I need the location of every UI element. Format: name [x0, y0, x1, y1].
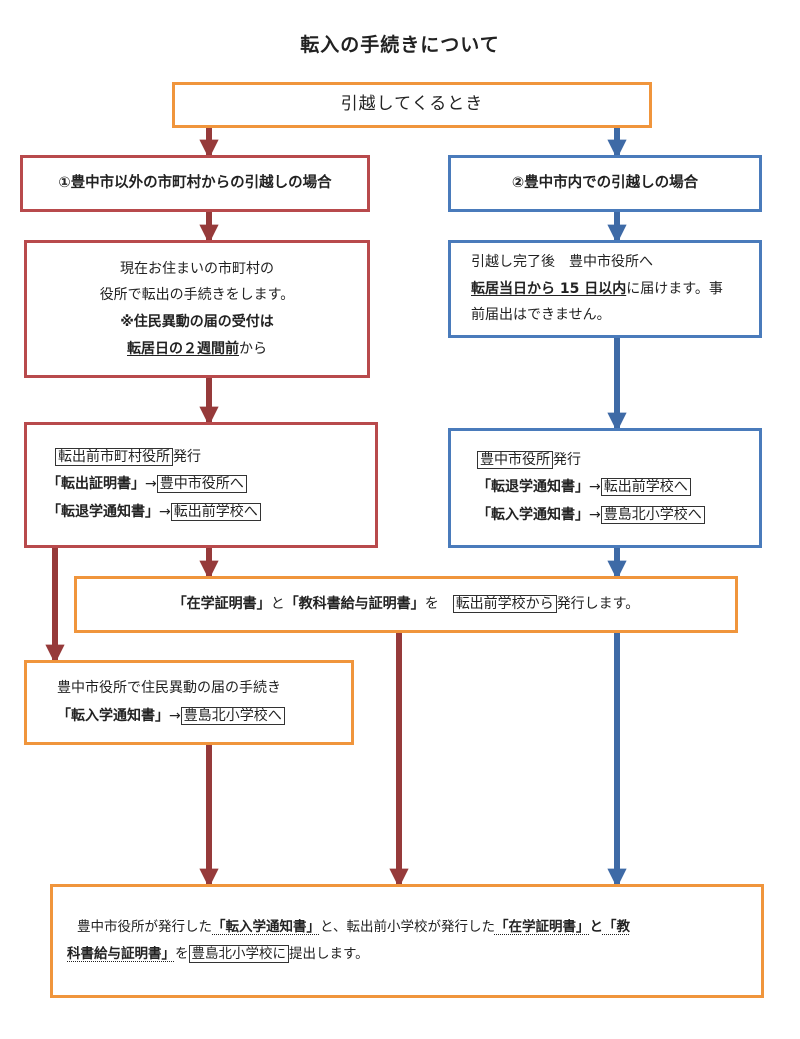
case2-docs-box: 豊中市役所発行 「転退学通知書」→転出前学校へ 「転入学通知書」→豊島北小学校へ — [448, 428, 762, 548]
case2-info-deadline-suffix: に届けます。事 — [626, 280, 723, 297]
case2-info-line2: 転居当日から 15 日以内に届けます。事 — [471, 276, 759, 303]
case2-header-text: ②豊中市内での引越しの場合 — [511, 174, 699, 191]
case1-docs-row2-arrow: → — [159, 503, 171, 520]
final-line1: 豊中市役所が発行した「転入学通知書」と、転出前小学校が発行した「在学証明書」と「… — [77, 914, 749, 941]
city-procedure-dest: 豊島北小学校へ — [180, 706, 285, 725]
case1-docs-row2-doc: 「転退学通知書」 — [47, 503, 159, 520]
case2-docs-row2-doc: 「転入学通知書」 — [477, 506, 589, 523]
case2-docs-row1-dest: 転出前学校へ — [600, 478, 691, 497]
case1-docs-row2-dest: 転出前学校へ — [170, 502, 261, 521]
case2-info-deadline: 転居当日から 15 日以内 — [471, 280, 627, 297]
school-certificate-text: 「在学証明書」と「教科書給与証明書」を転出前学校から発行します。 — [172, 593, 640, 615]
case1-info-line2: 役所で転出の手続きをします。 — [99, 287, 295, 304]
final-doc-textbook-end: 科書給与証明書」 — [67, 946, 175, 962]
case1-info-deadline-suffix: から — [239, 340, 267, 357]
page-title: 転入の手続きについて — [300, 34, 500, 56]
case1-info-deadline: 転居日の２週間前 — [127, 340, 239, 357]
case2-docs-row1-arrow: → — [589, 479, 601, 496]
final-dest: 豊島北小学校に — [188, 945, 289, 963]
case1-info-line3: ※住民異動の届の受付は — [120, 314, 274, 330]
city-procedure-box: 豊中市役所で住民異動の届の手続き 「転入学通知書」→豊島北小学校へ — [24, 660, 354, 745]
city-procedure-doc: 「転入学通知書」 — [57, 707, 169, 724]
final-doc-textbook-start: 「教 — [602, 919, 630, 935]
case2-header: ②豊中市内での引越しの場合 — [448, 155, 762, 212]
case1-docs-row1-doc: 「転出証明書」 — [47, 476, 145, 493]
case1-docs-row1-dest: 豊中市役所へ — [156, 475, 247, 494]
top-box-text: 引越してくるとき — [340, 94, 484, 115]
case1-info-box: 現在お住まいの市町村の 役所で転出の手続きをします。 ※住民異動の届の受付は 転… — [24, 240, 370, 378]
case2-docs-row1: 「転退学通知書」→転出前学校へ — [477, 474, 759, 501]
school-certificate-box: 「在学証明書」と「教科書給与証明書」を転出前学校から発行します。 — [74, 576, 738, 633]
school-suffix: 発行します。 — [556, 596, 640, 613]
case2-docs-row2: 「転入学通知書」→豊島北小学校へ — [477, 502, 759, 529]
final-and: と — [589, 919, 603, 935]
city-procedure-line1: 豊中市役所で住民異動の届の手続き — [57, 680, 281, 697]
school-source: 転出前学校から — [452, 595, 557, 614]
case2-docs-issuer-row: 豊中市役所発行 — [477, 447, 759, 474]
case2-info-line1: 引越し完了後 豊中市役所へ — [471, 254, 653, 271]
case2-info-line3: 前届出はできません。 — [471, 307, 611, 324]
final-suffix: 提出します。 — [289, 946, 369, 962]
case2-docs-issuer: 豊中市役所 — [477, 451, 553, 470]
case1-info-line4: 転居日の２週間前から — [27, 336, 367, 363]
final-submission-box: 豊中市役所が発行した「転入学通知書」と、転出前小学校が発行した「在学証明書」と「… — [50, 884, 764, 998]
case1-docs-row1: 「転出証明書」→豊中市役所へ — [47, 471, 375, 498]
case1-docs-row1-arrow: → — [145, 476, 157, 493]
case1-docs-issuer: 転出前市町村役所 — [55, 448, 173, 467]
case2-info-box: 引越し完了後 豊中市役所へ 転居当日から 15 日以内に届けます。事 前届出はで… — [448, 240, 762, 338]
final-line2: 科書給与証明書」を豊島北小学校に提出します。 — [67, 941, 749, 968]
final-doc-enrollment: 「在学証明書」 — [494, 919, 590, 935]
case2-docs-row2-arrow: → — [589, 506, 601, 523]
final-particle: を — [175, 946, 189, 962]
case1-info-line1: 現在お住まいの市町村の — [120, 260, 274, 277]
top-box: 引越してくるとき — [172, 82, 652, 128]
case2-docs-row2-dest: 豊島北小学校へ — [600, 505, 705, 524]
case2-docs-row1-doc: 「転退学通知書」 — [477, 479, 589, 496]
final-doc-admission: 「転入学通知書」 — [212, 919, 320, 935]
case1-docs-issuer-row: 転出前市町村役所発行 — [47, 444, 375, 471]
school-doc-enrollment: 「在学証明書」 — [172, 596, 271, 613]
case1-docs-box: 転出前市町村役所発行 「転出証明書」→豊中市役所へ 「転退学通知書」→転出前学校… — [24, 422, 378, 548]
city-procedure-arrow: → — [169, 707, 181, 724]
school-and: と — [270, 596, 285, 613]
final-mid: と、転出前小学校が発行した — [320, 919, 495, 935]
case1-header: ①豊中市以外の市町村からの引越しの場合 — [20, 155, 370, 212]
case1-header-text: ①豊中市以外の市町村からの引越しの場合 — [58, 174, 332, 191]
case1-docs-row2: 「転退学通知書」→転出前学校へ — [47, 499, 375, 526]
school-particle: を — [424, 596, 439, 613]
city-procedure-line2: 「転入学通知書」→豊島北小学校へ — [57, 703, 351, 730]
case2-docs-issuer-suffix: 発行 — [553, 452, 581, 469]
case1-docs-issuer-suffix: 発行 — [173, 449, 201, 466]
final-pre: 豊中市役所が発行した — [77, 919, 212, 935]
school-doc-textbook: 「教科書給与証明書」 — [284, 596, 425, 613]
